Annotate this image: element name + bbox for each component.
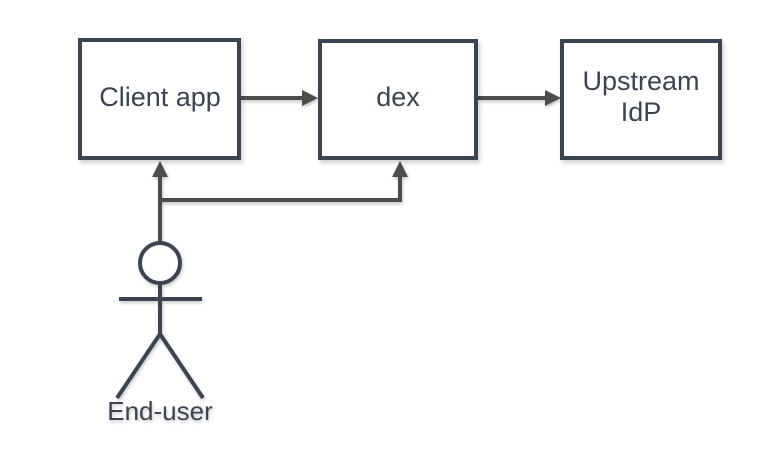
edge-client-app-to-dex bbox=[241, 90, 318, 106]
node-upstream-idp-label-line2: IdP bbox=[621, 97, 662, 127]
node-client-app-label: Client app bbox=[99, 82, 221, 112]
node-client-app: Client app bbox=[78, 38, 241, 160]
node-upstream-idp-label-line1: Upstream bbox=[582, 66, 699, 96]
actor-end-user-label: End-user bbox=[107, 396, 213, 426]
edge-end-user-to-dex bbox=[160, 161, 408, 202]
node-dex-label: dex bbox=[376, 82, 420, 112]
actor-end-user: End-user bbox=[107, 241, 213, 426]
node-upstream-idp-box bbox=[560, 39, 722, 160]
node-client-app-box bbox=[78, 38, 241, 160]
actor-right-leg-icon bbox=[158, 332, 205, 400]
arrowhead-up-icon bbox=[152, 161, 168, 177]
arrowhead-right-icon bbox=[545, 90, 561, 106]
node-dex-box bbox=[318, 39, 478, 160]
node-upstream-idp: Upstream IdP bbox=[560, 39, 722, 160]
edge-dex-to-upstream-idp bbox=[478, 90, 561, 106]
edge-line bbox=[160, 176, 402, 202]
actor-head-icon bbox=[138, 241, 182, 285]
node-dex: dex bbox=[318, 39, 478, 160]
actor-left-leg-icon bbox=[115, 332, 162, 400]
arrowhead-right-icon bbox=[302, 90, 318, 106]
edge-end-user-to-client-app bbox=[152, 161, 168, 243]
arrowhead-up-icon bbox=[392, 161, 408, 177]
